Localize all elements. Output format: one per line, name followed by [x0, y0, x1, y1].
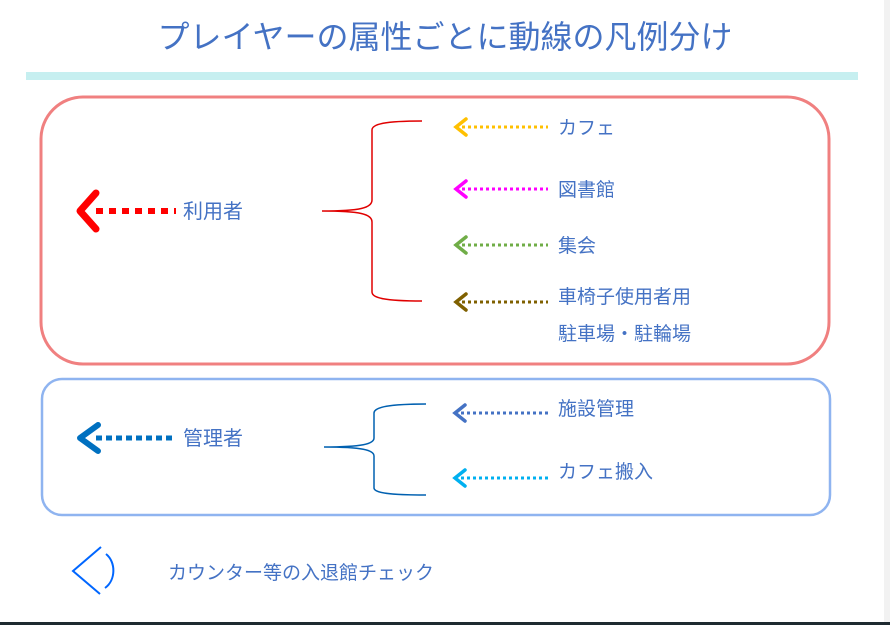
svg-text:カフェ搬入: カフェ搬入 [558, 461, 653, 483]
svg-text:駐車場・駐輪場: 駐車場・駐輪場 [558, 323, 691, 345]
svg-text:施設管理: 施設管理 [558, 398, 634, 420]
users-arrow-icon [76, 189, 176, 233]
group-label-admins: 管理者 [183, 426, 243, 450]
legend-eye-label: カウンター等の入退館チェック [168, 562, 434, 584]
svg-text:図書館: 図書館 [558, 179, 615, 201]
eye-icon [71, 546, 115, 595]
right-edge [884, 0, 890, 622]
svg-text:集会: 集会 [558, 235, 596, 257]
legend-facility-management: 施設管理 [452, 398, 634, 423]
svg-text:カフェ: カフェ [558, 117, 615, 139]
page-title: プレイヤーの属性ごとに動線の凡例分け [157, 18, 732, 56]
group-admins: 管理者 施設管理 カフェ搬入 [40, 377, 832, 517]
legend-wheelchair-parking: 車椅子使用者用 駐車場・駐輪場 [453, 286, 691, 345]
group-users-box [39, 95, 831, 366]
legend-library: 図書館 [453, 179, 615, 201]
users-brace [321, 120, 423, 302]
admins-arrow-icon [77, 422, 176, 454]
admins-brace [323, 403, 427, 496]
group-label-users: 利用者 [183, 199, 243, 223]
title-underline [26, 72, 858, 80]
svg-text:車椅子使用者用: 車椅子使用者用 [558, 286, 691, 308]
group-users: 利用者 カフェ 図書館 集会 車椅子使用者用 駐車場・駐輪場 [39, 95, 831, 366]
legend-cafe-delivery: カフェ搬入 [452, 461, 653, 488]
legend-meeting: 集会 [453, 235, 596, 257]
bottom-edge [0, 622, 890, 625]
group-admins-box [40, 377, 832, 517]
legend-cafe: カフェ [453, 117, 615, 139]
